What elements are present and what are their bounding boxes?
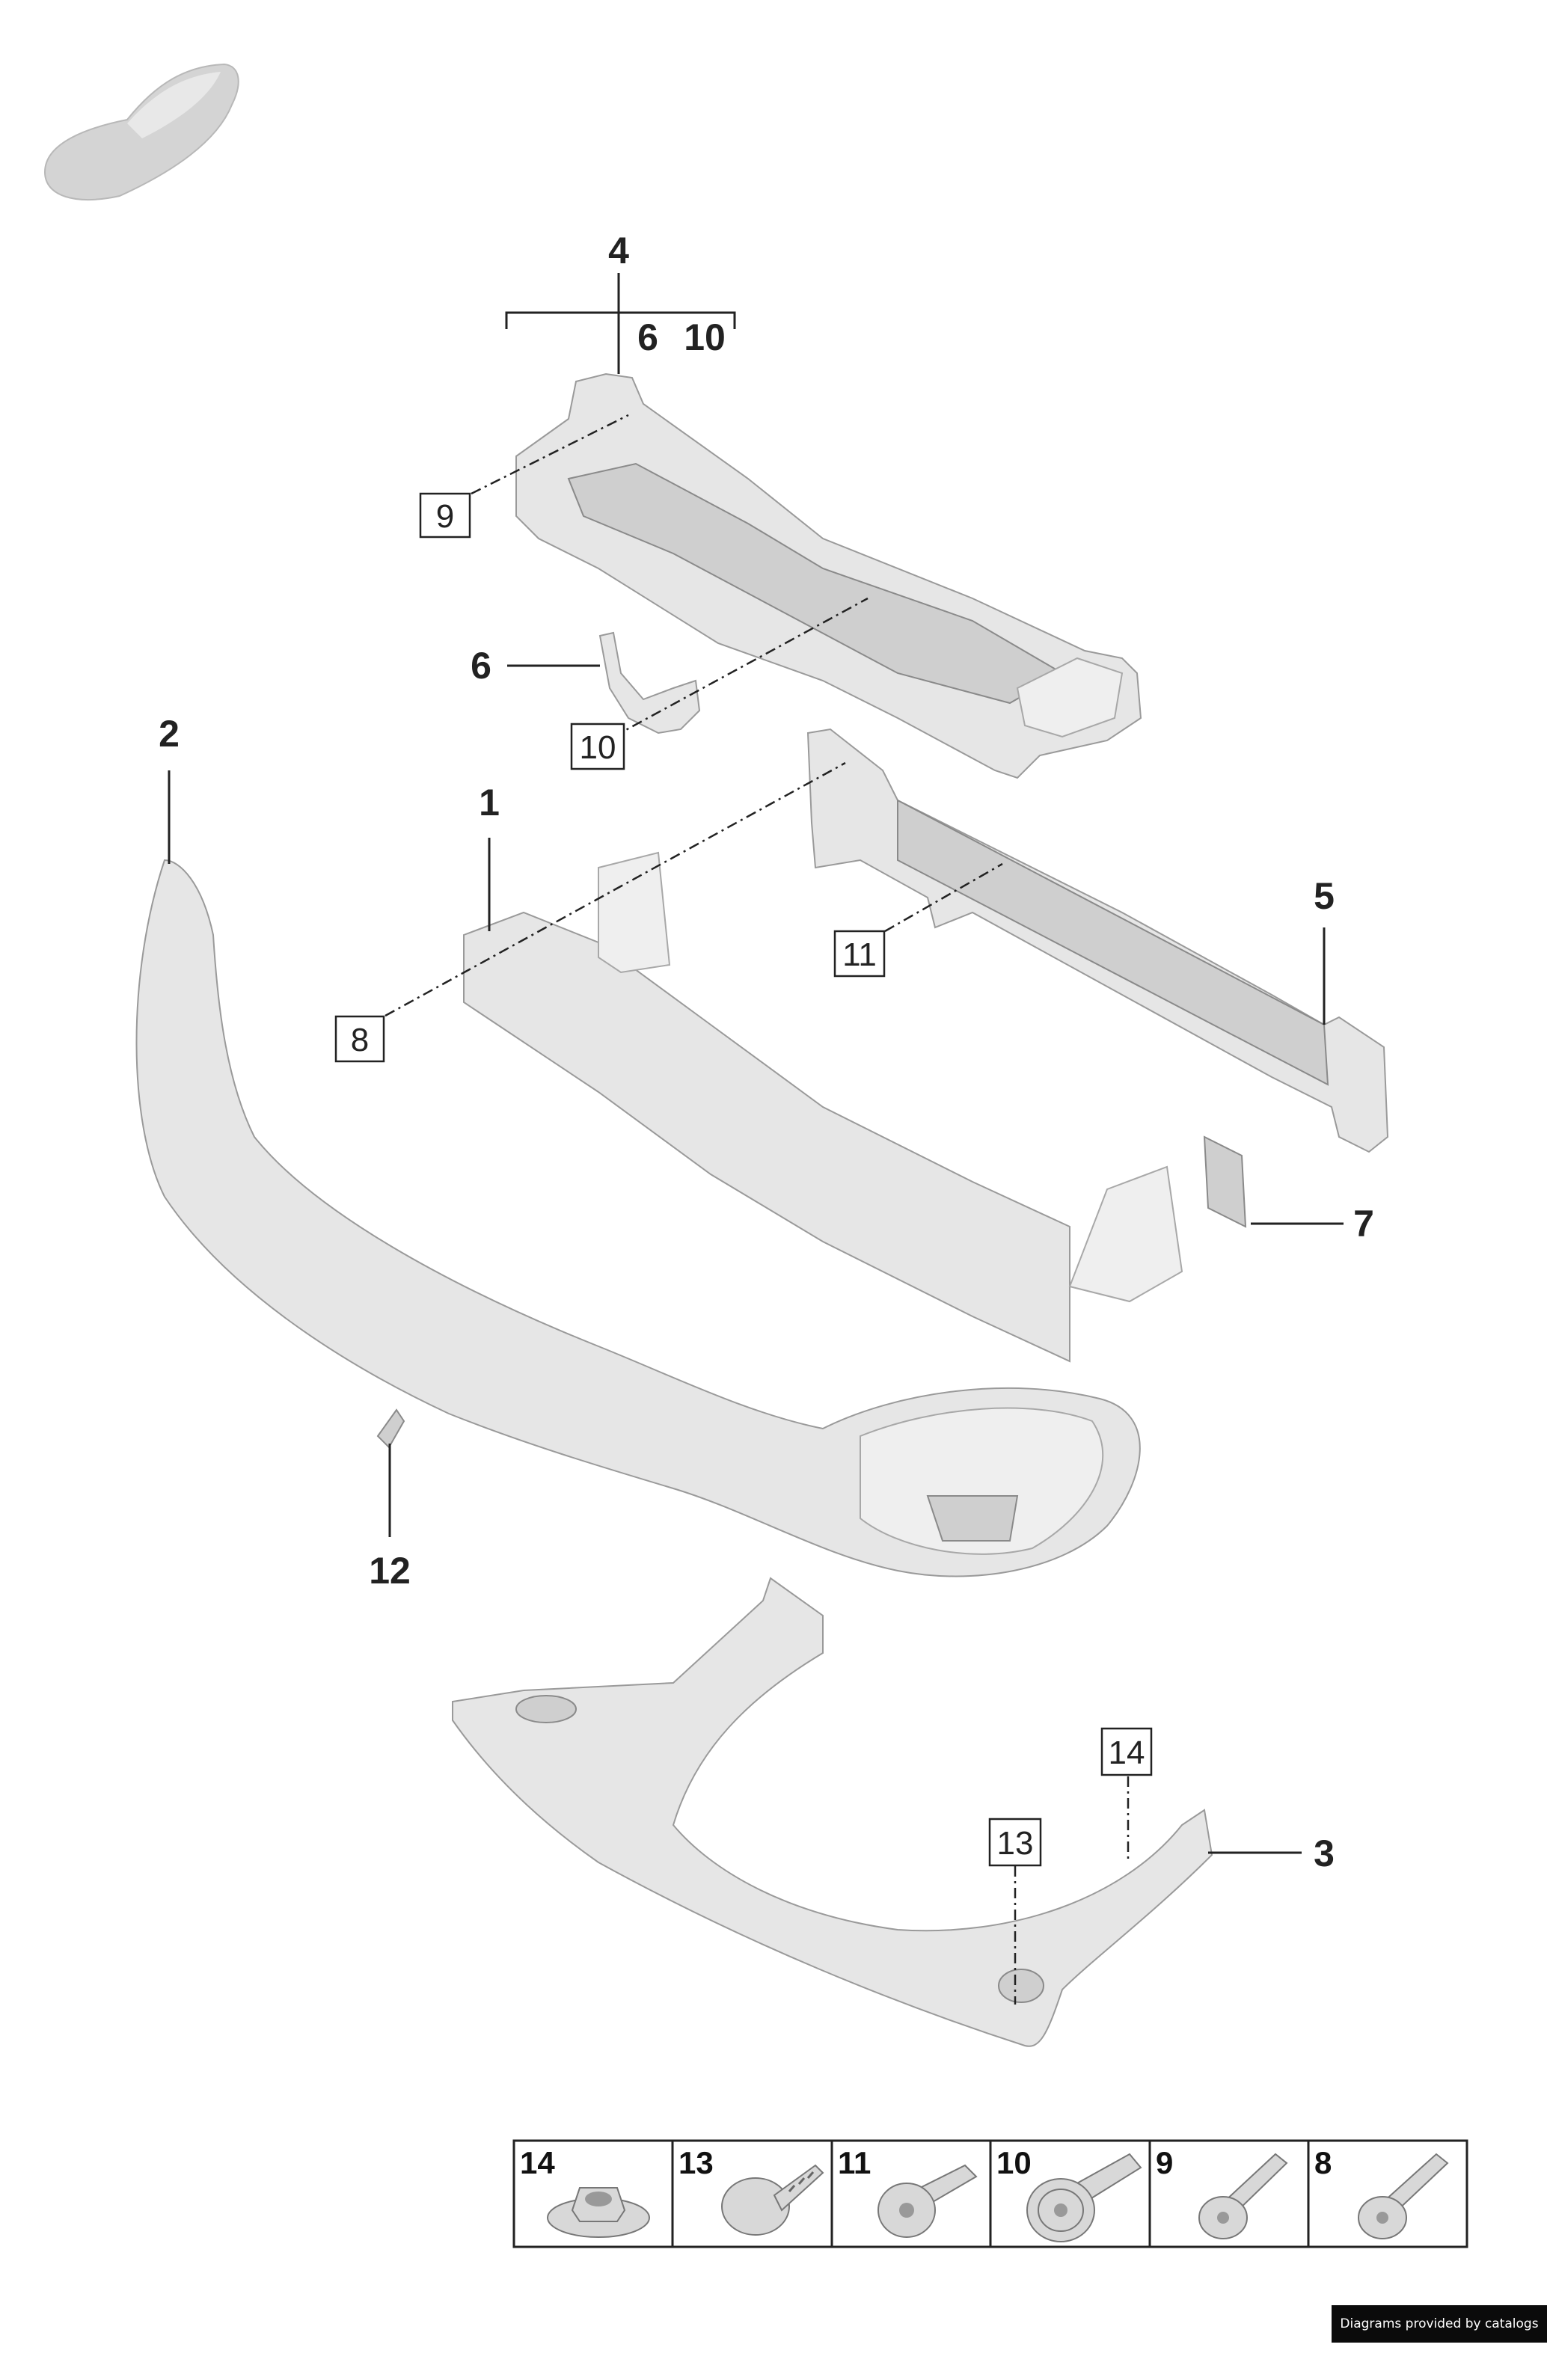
callout-6: 6 — [471, 645, 491, 687]
pad-part — [1203, 1135, 1247, 1228]
fastener-cell-13: 13 — [678, 2145, 824, 2236]
boxed-callout-13-label: 13 — [997, 1825, 1034, 1862]
long-bolt-icon — [1198, 2153, 1288, 2239]
long-bolt-icon — [1358, 2153, 1449, 2239]
callout-4: 4 — [608, 230, 629, 272]
credit-banner: Diagrams provided by catalogs parts — [1332, 2305, 1547, 2369]
fastener-cell-10: 10 — [996, 2145, 1142, 2242]
lower-carrier-part — [452, 1577, 1213, 2047]
callout-1: 1 — [479, 782, 500, 824]
boxed-callout-10-label: 10 — [580, 729, 616, 766]
fastener-cell-14: 14 — [520, 2145, 650, 2238]
fastener-label-10: 10 — [996, 2145, 1032, 2180]
fastener-label-11: 11 — [838, 2145, 871, 2180]
boxed-callout-9: 9 — [419, 492, 471, 539]
fastener-cell-11: 11 — [838, 2145, 978, 2238]
washer-bolt-icon — [1026, 2153, 1142, 2242]
callout-2: 2 — [159, 713, 180, 755]
impact-beam-inner-part — [806, 728, 1389, 1153]
callout-3: 3 — [1314, 1832, 1335, 1874]
callout-5: 5 — [1314, 875, 1335, 917]
upper-crossmember-part — [515, 372, 1142, 779]
boxed-callout-9-label: 9 — [436, 498, 454, 535]
boxed-callout-8-label: 8 — [351, 1022, 369, 1058]
fastener-label-9: 9 — [1156, 2145, 1173, 2180]
clip-part — [376, 1408, 405, 1449]
bumper-absorber-part — [135, 859, 1141, 1577]
boxed-callout-8: 8 — [334, 1015, 385, 1063]
boxed-callout-13: 13 — [988, 1818, 1042, 1867]
bracket-part — [598, 631, 701, 734]
fastener-table: 14 13 11 10 — [512, 2139, 1468, 2248]
boxed-callout-14: 14 — [1100, 1727, 1153, 1776]
boxed-callout-11-label: 11 — [842, 936, 877, 973]
plastic-screw-icon — [721, 2164, 824, 2236]
vehicle-thumbnail-icon — [43, 63, 239, 200]
callout-4-sub-6: 6 — [637, 316, 658, 358]
fastener-cell-8: 8 — [1314, 2145, 1449, 2239]
callout-4-sub-10: 10 — [684, 316, 726, 358]
boxed-callout-14-label: 14 — [1109, 1735, 1145, 1771]
callout-12: 12 — [369, 1550, 411, 1592]
fastener-label-14: 14 — [520, 2145, 555, 2180]
torx-bolt-icon — [877, 2164, 978, 2238]
boxed-callout-11: 11 — [833, 930, 886, 978]
callout-7: 7 — [1353, 1203, 1374, 1245]
boxed-callout-10: 10 — [570, 723, 625, 770]
bumper-beam-part — [463, 851, 1183, 1363]
leader-lines — [168, 273, 1344, 2005]
fastener-label-8: 8 — [1314, 2145, 1332, 2180]
fastener-label-13: 13 — [678, 2145, 714, 2180]
fastener-cell-9: 9 — [1156, 2145, 1288, 2239]
flange-nut-icon — [547, 2187, 650, 2238]
